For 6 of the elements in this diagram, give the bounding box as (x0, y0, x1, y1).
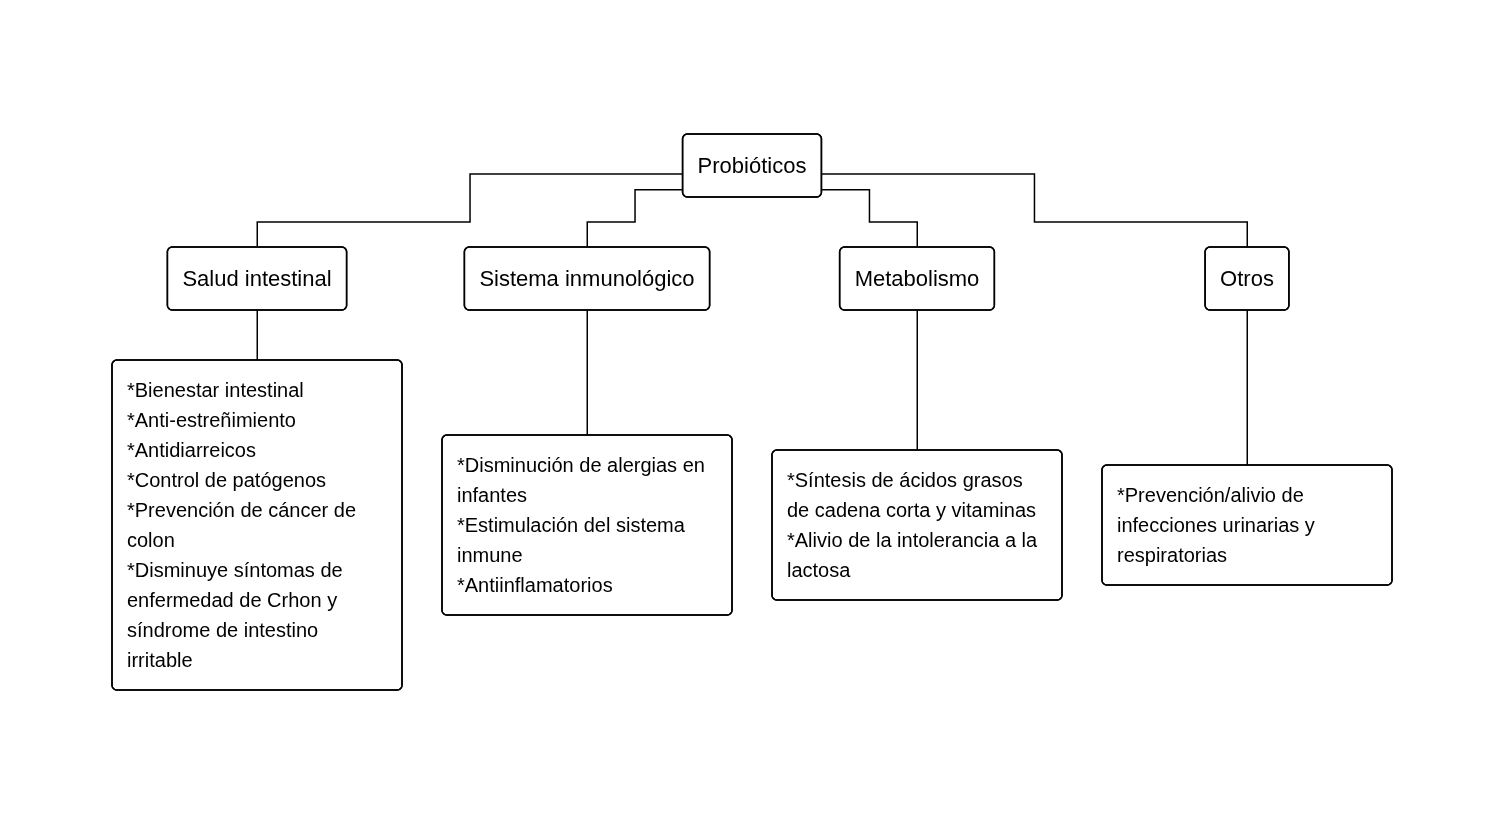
connector (1246, 309, 1249, 466)
connector (821, 188, 919, 248)
connector (256, 309, 259, 361)
connector (916, 309, 919, 451)
connector (586, 309, 589, 436)
connector (821, 172, 1249, 248)
